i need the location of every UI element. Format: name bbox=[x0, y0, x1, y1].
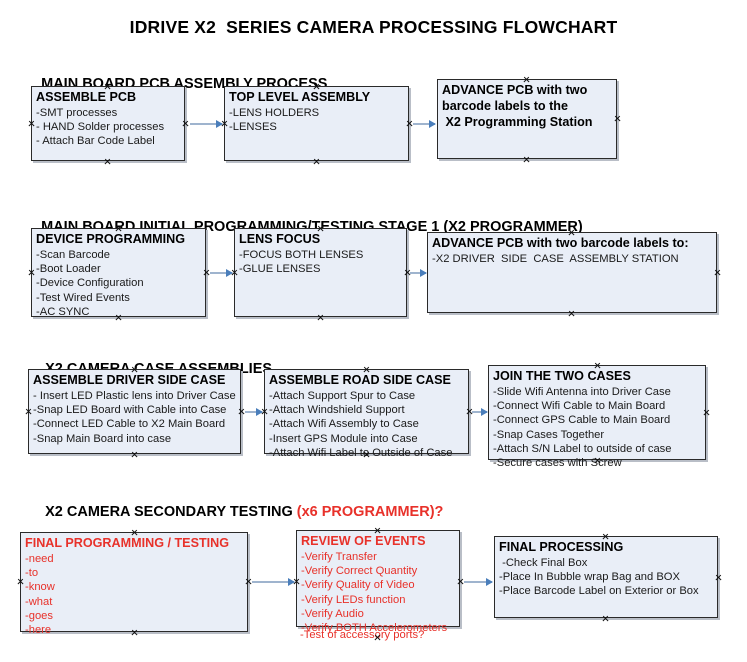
box-line: -LENSES bbox=[229, 121, 277, 134]
box-heading: FINAL PROCESSING bbox=[499, 540, 624, 554]
box-heading: ASSEMBLE PCB bbox=[36, 90, 137, 104]
box-line: -SMT processes bbox=[36, 107, 118, 119]
box-advance-pcb-x2-programming-station[interactable]: ADVANCE PCB with two barcode labels to t… bbox=[437, 79, 617, 159]
box-review-of-events[interactable]: REVIEW OF EVENTS -Verify Transfer -Verif… bbox=[296, 530, 460, 634]
box-line: -Place Barcode Label on Exterior or Box bbox=[499, 585, 699, 598]
box-line: -Check Final Box bbox=[499, 557, 588, 569]
box-line: -Snap LED Board with Cable into Case bbox=[33, 404, 227, 417]
box-heading: REVIEW OF EVENTS bbox=[301, 534, 426, 548]
box-line: -Connect GPS Cable to Main Board bbox=[493, 414, 671, 427]
box-assemble-road-side-case[interactable]: ASSEMBLE ROAD SIDE CASE -Attach Support … bbox=[264, 369, 469, 459]
box-line: -Attach Support Spur to Case bbox=[269, 390, 416, 402]
connector-arrow bbox=[410, 269, 427, 277]
box-line: -need bbox=[25, 553, 54, 565]
box-line: -Verify Transfer bbox=[301, 551, 377, 563]
box-assemble-pcb[interactable]: ASSEMBLE PCB -SMT processes - HAND Solde… bbox=[31, 86, 185, 161]
box-heading: TOP LEVEL ASSEMBLY bbox=[229, 90, 371, 104]
section-heading-x2-camera-secondary-testing: X2 CAMERA SECONDARY TESTING (x6 PROGRAMM… bbox=[29, 488, 443, 536]
box-lens-focus[interactable]: LENS FOCUS -FOCUS BOTH LENSES -GLUE LENS… bbox=[234, 228, 407, 317]
box-line: -Verify LEDs function bbox=[301, 593, 406, 606]
box-final-processing[interactable]: FINAL PROCESSING -Check Final Box -Place… bbox=[494, 536, 718, 618]
box-line: -here bbox=[25, 624, 52, 637]
connector-arrow bbox=[413, 120, 436, 128]
box-line: -Insert GPS Module into Case bbox=[269, 432, 418, 445]
box-line: -Snap Main Board into case bbox=[33, 432, 172, 445]
box-heading: JOIN THE TWO CASES bbox=[493, 369, 631, 383]
box-line: -Place In Bubble wrap Bag and BOX bbox=[499, 571, 680, 584]
box-device-programming[interactable]: DEVICE PROGRAMMING -Scan Barcode -Boot L… bbox=[31, 228, 206, 318]
box-line: - Attach Bar Code Label bbox=[36, 135, 155, 148]
box-heading: ASSEMBLE DRIVER SIDE CASE bbox=[33, 373, 226, 387]
connector-arrow bbox=[190, 120, 223, 128]
box-line: -LENS HOLDERS bbox=[229, 107, 320, 119]
box-heading-cont: X2 Programming Station bbox=[442, 115, 593, 129]
box-line: - HAND Solder processes bbox=[36, 121, 165, 134]
box-line: -Connect LED Cable to X2 Main Board bbox=[33, 418, 226, 431]
box-top-level-assembly[interactable]: TOP LEVEL ASSEMBLY -LENS HOLDERS -LENSES bbox=[224, 86, 409, 161]
box-line: -GLUE LENSES bbox=[239, 263, 321, 276]
box-line: -Slide Wifi Antenna into Driver Case bbox=[493, 386, 671, 398]
connector-arrow bbox=[472, 408, 488, 416]
box-advance-pcb-driver-side-case[interactable]: ADVANCE PCB with two barcode labels to: … bbox=[427, 232, 717, 313]
box-line: -Verify BOTH Accelerometers bbox=[301, 622, 448, 635]
box-line: -Test Wired Events bbox=[36, 291, 130, 304]
box-line: -FOCUS BOTH LENSES bbox=[239, 249, 364, 261]
box-line: -Scan Barcode bbox=[36, 249, 111, 261]
box-final-programming-testing[interactable]: FINAL PROGRAMMING / TESTING -need -to -k… bbox=[20, 532, 248, 636]
box-line: -Attach S/N Label to outside of case bbox=[493, 442, 672, 455]
document-title: IDRIVE X2 SERIES CAMERA PROCESSING FLOWC… bbox=[129, 17, 618, 37]
connector-arrow bbox=[245, 408, 263, 416]
section-heading-accent: (x6 PROGRAMMER)? bbox=[296, 504, 444, 520]
box-line: -Connect Wifi Cable to Main Board bbox=[493, 400, 666, 413]
connector-arrow bbox=[252, 578, 295, 586]
connector-arrow bbox=[210, 269, 233, 277]
box-join-the-two-cases[interactable]: JOIN THE TWO CASES -Slide Wifi Antenna i… bbox=[488, 365, 706, 469]
box-line: -Verify Audio bbox=[301, 607, 364, 620]
box-assemble-driver-side-case[interactable]: ASSEMBLE DRIVER SIDE CASE - Insert LED P… bbox=[28, 369, 241, 454]
box-line: -to bbox=[25, 567, 39, 580]
box-heading: FINAL PROGRAMMING / TESTING bbox=[25, 536, 230, 550]
box-line: -X2 DRIVER SIDE CASE ASSEMBLY STATION bbox=[432, 253, 679, 265]
box-line: -Attach Windshield Support bbox=[269, 404, 405, 417]
box-overflow-line: -Test of accessory ports? bbox=[300, 629, 425, 641]
box-line: -Secure cases with Screw bbox=[493, 457, 622, 470]
box-line: -goes bbox=[25, 609, 53, 622]
section-heading-text: X2 CAMERA SECONDARY TESTING bbox=[45, 504, 297, 520]
box-line: -what bbox=[25, 595, 53, 608]
box-line: -Attach Wifi Assembly to Case bbox=[269, 418, 419, 431]
box-heading-cont: barcode labels to the bbox=[442, 99, 568, 113]
box-line: -Attach Wifi Label to Outside of Case bbox=[269, 446, 453, 459]
box-heading: ASSEMBLE ROAD SIDE CASE bbox=[269, 373, 451, 387]
box-line: -Boot Loader bbox=[36, 263, 101, 276]
box-line: -Verify Correct Quantity bbox=[301, 565, 418, 578]
box-heading: ADVANCE PCB with two bbox=[442, 83, 588, 97]
box-line: - Insert LED Plastic lens into Driver Ca… bbox=[33, 390, 236, 402]
box-line: -Snap Cases Together bbox=[493, 428, 605, 441]
box-line: -know bbox=[25, 581, 55, 594]
box-line: -Device Configuration bbox=[36, 277, 144, 290]
box-line: -Verify Quality of Video bbox=[301, 579, 415, 592]
box-line: -AC SYNC bbox=[36, 305, 90, 318]
box-heading: ADVANCE PCB with two barcode labels to: bbox=[432, 236, 689, 250]
box-heading: DEVICE PROGRAMMING bbox=[36, 232, 186, 246]
box-heading: LENS FOCUS bbox=[239, 232, 321, 246]
connector-arrow bbox=[464, 578, 493, 586]
